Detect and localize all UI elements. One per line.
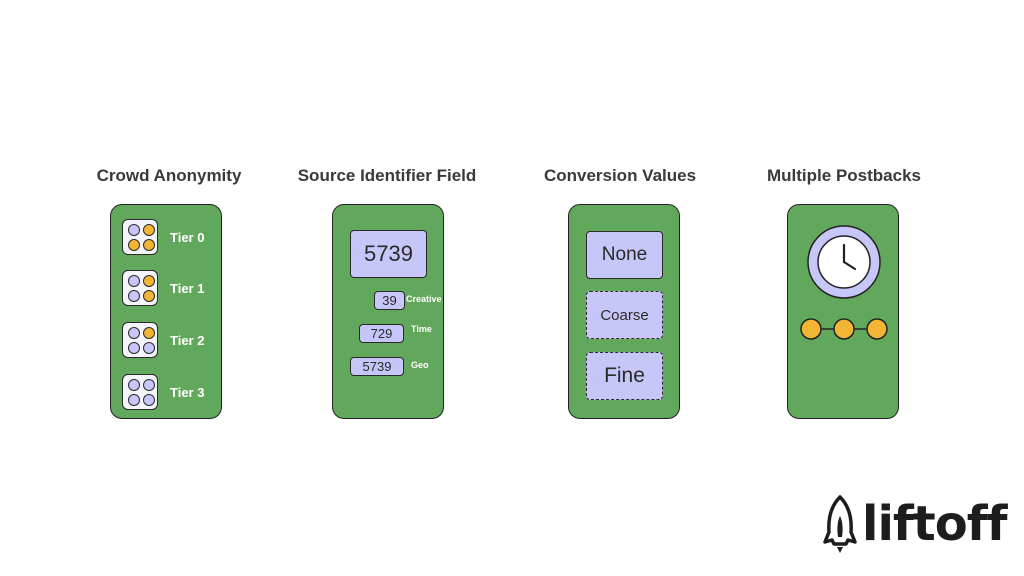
purple-dot	[128, 275, 140, 287]
conversion-value-none: None	[586, 231, 663, 279]
tier-label: Tier 3	[170, 384, 205, 400]
creative-label: Creative	[406, 294, 442, 304]
multiple-postbacks-card	[787, 204, 899, 419]
tier-row-3: Tier 3	[122, 372, 204, 412]
tier-label: Tier 2	[170, 332, 205, 348]
purple-dot	[143, 342, 155, 354]
section-title-conversion-values: Conversion Values	[543, 166, 697, 185]
orange-dot	[143, 327, 155, 339]
tier-label: Tier 0	[170, 229, 205, 245]
geo-label: Geo	[411, 360, 429, 370]
conversion-values-card: None Coarse Fine	[568, 204, 680, 419]
tier-row-2: Tier 2	[122, 320, 204, 360]
tier-row-1: Tier 1	[122, 268, 204, 308]
purple-dot	[128, 379, 140, 391]
purple-dot	[143, 394, 155, 406]
source-identifier-card: 5739 39 Creative 729 Time 5739 Geo	[332, 204, 444, 419]
conversion-value-coarse: Coarse	[586, 291, 663, 339]
section-title-crowd-anonymity: Crowd Anonymity	[96, 166, 242, 185]
tier-label: Tier 1	[170, 280, 205, 296]
geo-value-box: 5739	[350, 357, 404, 376]
orange-dot	[143, 275, 155, 287]
tier-row-0: Tier 0	[122, 217, 204, 257]
logo-wordmark: liftoff	[862, 496, 1007, 552]
orange-dot	[143, 239, 155, 251]
tier-dot-grid	[122, 374, 158, 410]
tier-dot-grid	[122, 270, 158, 306]
section-title-multiple-postbacks: Multiple Postbacks	[767, 166, 921, 185]
clock-icon	[807, 225, 881, 299]
purple-dot	[128, 394, 140, 406]
rocket-icon	[823, 495, 857, 553]
conversion-value-fine: Fine	[586, 352, 663, 400]
tier-dot-grid	[122, 219, 158, 255]
section-title-source-identifier: Source Identifier Field	[297, 166, 477, 185]
orange-dot	[143, 224, 155, 236]
purple-dot	[128, 342, 140, 354]
purple-dot	[128, 290, 140, 302]
orange-dot	[128, 239, 140, 251]
tier-dot-grid	[122, 322, 158, 358]
purple-dot	[143, 379, 155, 391]
purple-dot	[128, 224, 140, 236]
source-identifier-main-value: 5739	[350, 230, 427, 278]
time-label: Time	[411, 324, 432, 334]
orange-dot	[143, 290, 155, 302]
crowd-anonymity-card: Tier 0 Tier 1 Tier 2 Tier 3	[110, 204, 222, 419]
postback-timeline-icon	[800, 318, 888, 340]
purple-dot	[128, 327, 140, 339]
liftoff-logo: liftoff	[822, 494, 1007, 554]
creative-value-box: 39	[374, 291, 405, 310]
time-value-box: 729	[359, 324, 404, 343]
